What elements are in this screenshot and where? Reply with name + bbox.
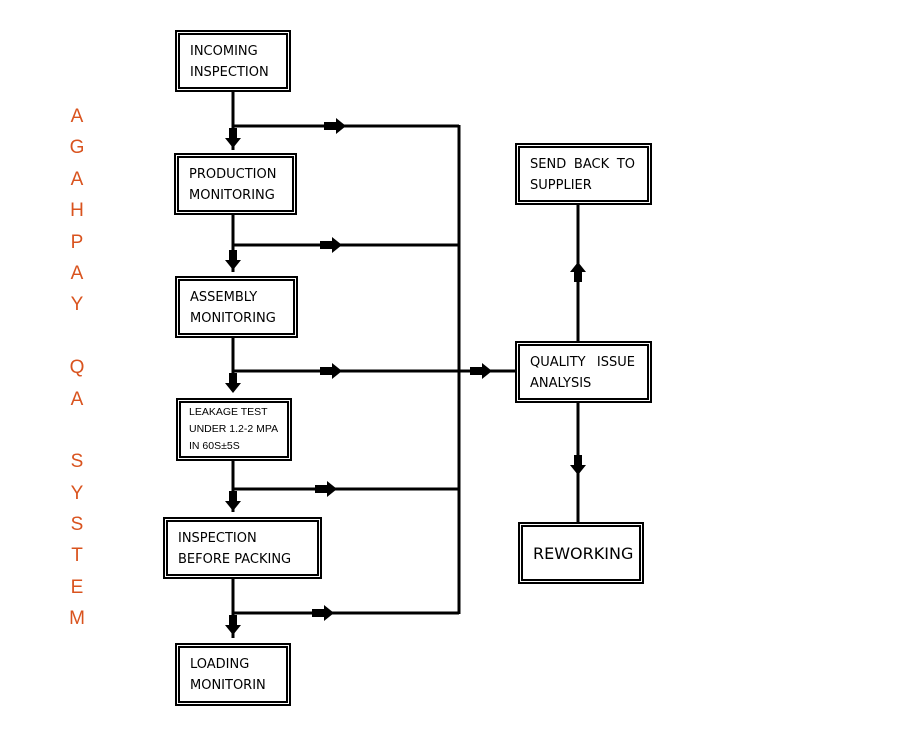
title-letter: [62, 321, 92, 352]
node-inspection-before-packing: INSPECTION BEFORE PACKING: [166, 520, 319, 576]
title-letter: A: [70, 106, 84, 127]
arrowhead-up-send-back: [570, 262, 586, 282]
node-loading-monitorin: LOADING MONITORIN: [178, 646, 288, 703]
title-letter: [62, 415, 92, 446]
arrowhead-right-1: [324, 118, 346, 134]
title-letter: E: [70, 576, 84, 598]
title-letter: S: [70, 451, 84, 473]
arrowhead-right-2: [320, 237, 342, 253]
node-send-back-to-supplier: SEND BACK TO SUPPLIER: [518, 146, 649, 202]
vertical-title: A G A H P A Y Q A S Y S T E M: [62, 101, 92, 635]
title-letter: Y: [70, 482, 84, 504]
arrowhead-right-4: [315, 481, 337, 497]
node-reworking: REWORKING: [521, 525, 641, 581]
arrowhead-right-3: [320, 363, 342, 379]
arrowhead-down-reworking: [570, 455, 586, 475]
title-letter: G: [69, 137, 85, 159]
title-letter: A: [70, 168, 84, 190]
title-letter: Q: [69, 357, 85, 379]
arrowhead-right-5: [312, 605, 334, 621]
title-letter: A: [70, 388, 84, 410]
arrowhead-down-1: [225, 128, 241, 148]
title-letter: Y: [70, 294, 84, 316]
title-letter: P: [70, 231, 84, 253]
title-letter: M: [69, 608, 85, 630]
title-letter: H: [70, 200, 84, 222]
node-production-monitoring: PRODUCTION MONITORING: [177, 156, 294, 212]
title-letter: A: [70, 262, 84, 284]
arrowhead-down-5: [225, 615, 241, 635]
node-assembly-monitoring: ASSEMBLY MONITORING: [178, 279, 295, 335]
node-incoming-inspection: INCOMING INSPECTION: [178, 33, 288, 89]
node-leakage-test: LEAKAGE TEST UNDER 1.2-2 MPA IN 60S±5S: [179, 401, 289, 458]
arrowhead-right-to-analysis: [470, 363, 492, 379]
arrowhead-down-3: [225, 373, 241, 393]
arrowhead-down-4: [225, 491, 241, 511]
arrowhead-down-2: [225, 250, 241, 270]
title-letter: T: [71, 545, 83, 567]
title-letter: S: [70, 514, 84, 536]
node-quality-issue-analysis: QUALITY ISSUE ANALYSIS: [518, 344, 649, 400]
